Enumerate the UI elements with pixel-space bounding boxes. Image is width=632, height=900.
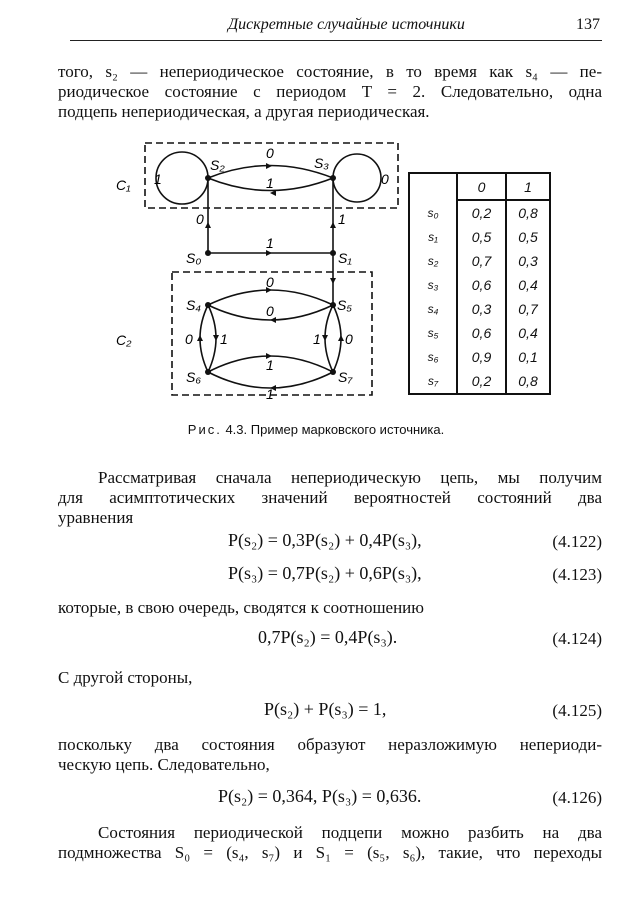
node-label-s6: S₆ (186, 369, 201, 385)
table-cell: 0,4 (505, 321, 550, 345)
text-line: риодическое состояние с периодом T = 2. … (58, 82, 602, 101)
table-header-row: 0 1 (409, 173, 550, 201)
text-line: поскольку два состояния образуют неразло… (58, 735, 602, 754)
edge-label: 0 (345, 331, 353, 347)
equation: P(s₂) = 0,3P(s₂) + 0,4P(s₃), (228, 530, 422, 550)
figure-caption: Рис. 4.3. Пример марковского источника. (0, 422, 632, 437)
text-line: С другой стороны, (58, 668, 193, 687)
table-cell: s₇ (427, 374, 439, 388)
edge-label: 1 (266, 235, 274, 251)
loop-s3 (332, 153, 382, 203)
text-line: Состояния периодической подцепи можно ра… (98, 823, 602, 842)
node-label-s4: S₄ (186, 297, 201, 313)
text-line: уравнения (58, 508, 134, 527)
table-cell: s₂ (427, 254, 439, 268)
equation: 0,7P(s₂) = 0,4P(s₃). (258, 627, 398, 647)
table-cell: 0,8 (505, 369, 550, 394)
table-header-cell: 0 (456, 173, 506, 201)
equation: P(s₃) = 0,7P(s₂) + 0,6P(s₃), (228, 563, 422, 583)
edge-label: 0 (266, 303, 274, 319)
text-line: того, s₂ — непериодическое состояние, в … (58, 62, 602, 81)
edge-label: 1 (266, 175, 274, 191)
text-line: которые, в свою очередь, сводятся к соот… (58, 598, 424, 617)
node-label-s1: S₁ (338, 250, 352, 266)
node-label-s2: S₂ (210, 157, 225, 173)
edge-label: 1 (338, 211, 346, 227)
equation: P(s₂) = 0,364, P(s₃) = 0,636. (218, 786, 422, 806)
edge-label: 1 (154, 171, 162, 187)
table-cell: s₃ (427, 278, 439, 292)
text-line: Рассматривая сначала непериодическую цеп… (98, 468, 602, 487)
edge-label: 1 (266, 386, 274, 402)
table-cell: s₆ (427, 350, 439, 364)
table-cell: 0,5 (456, 225, 506, 249)
table-cell: 0,8 (505, 200, 550, 225)
table-cell: s₀ (427, 205, 439, 220)
edge-label: 0 (266, 274, 274, 290)
edge-label: 0 (185, 331, 193, 347)
text-line: подмножества S₀ = (s₄, s₇) и S₁ = (s₅, s… (58, 843, 602, 862)
class-c2-box (171, 271, 373, 396)
class-label-c2: C₂ (116, 332, 132, 348)
text-line: подцепь непериодическая, а другая период… (58, 102, 430, 121)
edge-label: 0 (196, 211, 204, 227)
page-number: 137 (576, 16, 600, 33)
table-header-cell (409, 173, 457, 200)
table-cell: 0,5 (505, 225, 550, 249)
text-line: для асимптотических значений вероятносте… (58, 488, 602, 507)
equation-number: (4.124) (552, 629, 602, 648)
edge-label: 1 (313, 331, 321, 347)
node-label-s0: S₀ (186, 250, 201, 266)
equation-number: (4.126) (552, 788, 602, 807)
equation-number: (4.123) (552, 565, 602, 584)
table-cell: s₅ (427, 326, 439, 340)
edge-label: 0 (381, 171, 389, 187)
table-cell: 0,1 (505, 345, 550, 369)
class-label-c1: C₁ (116, 177, 131, 193)
equation-number: (4.125) (552, 701, 602, 720)
table-header-cell: 1 (505, 173, 550, 201)
equation-number: (4.122) (552, 532, 602, 551)
table-cell: 0,9 (456, 345, 506, 369)
markov-diagram: C₁ C₂ S₂ S₃ S₀ S₁ S₄ S₅ S₆ S₇ 1 0 0 1 0 … (116, 142, 399, 402)
text-line: ческую цепь. Следовательно, (58, 755, 270, 774)
equation: P(s₂) + P(s₃) = 1, (264, 699, 387, 719)
table-cell: 0,6 (456, 321, 506, 345)
edge-label: 1 (266, 357, 274, 373)
table-cell: 0,7 (505, 297, 550, 321)
edge-label: 1 (220, 331, 228, 347)
table-cell: 0,7 (456, 249, 506, 273)
edge-label: 0 (266, 145, 274, 161)
table-cell: 0,2 (456, 200, 506, 225)
table-cell: s₁ (428, 230, 438, 244)
class-c1-box (144, 142, 399, 209)
table-cell: 0,3 (456, 297, 506, 321)
table-cell: 0,3 (505, 249, 550, 273)
node-label-s7: S₇ (338, 369, 353, 385)
caption-text: 4.3. Пример марковского источника. (225, 422, 445, 437)
table-cell: s₄ (427, 302, 439, 316)
table-cell: 0,6 (456, 273, 506, 297)
loop-s2 (155, 151, 209, 205)
node-label-s5: S₅ (337, 297, 352, 313)
node-label-s3: S₃ (314, 155, 329, 171)
table-cell: 0,2 (456, 369, 506, 394)
caption-prefix: Рис. (187, 422, 222, 437)
header-rule (70, 40, 602, 41)
running-title: Дискретные случайные источники (228, 16, 465, 33)
table-cell: 0,4 (505, 273, 550, 297)
